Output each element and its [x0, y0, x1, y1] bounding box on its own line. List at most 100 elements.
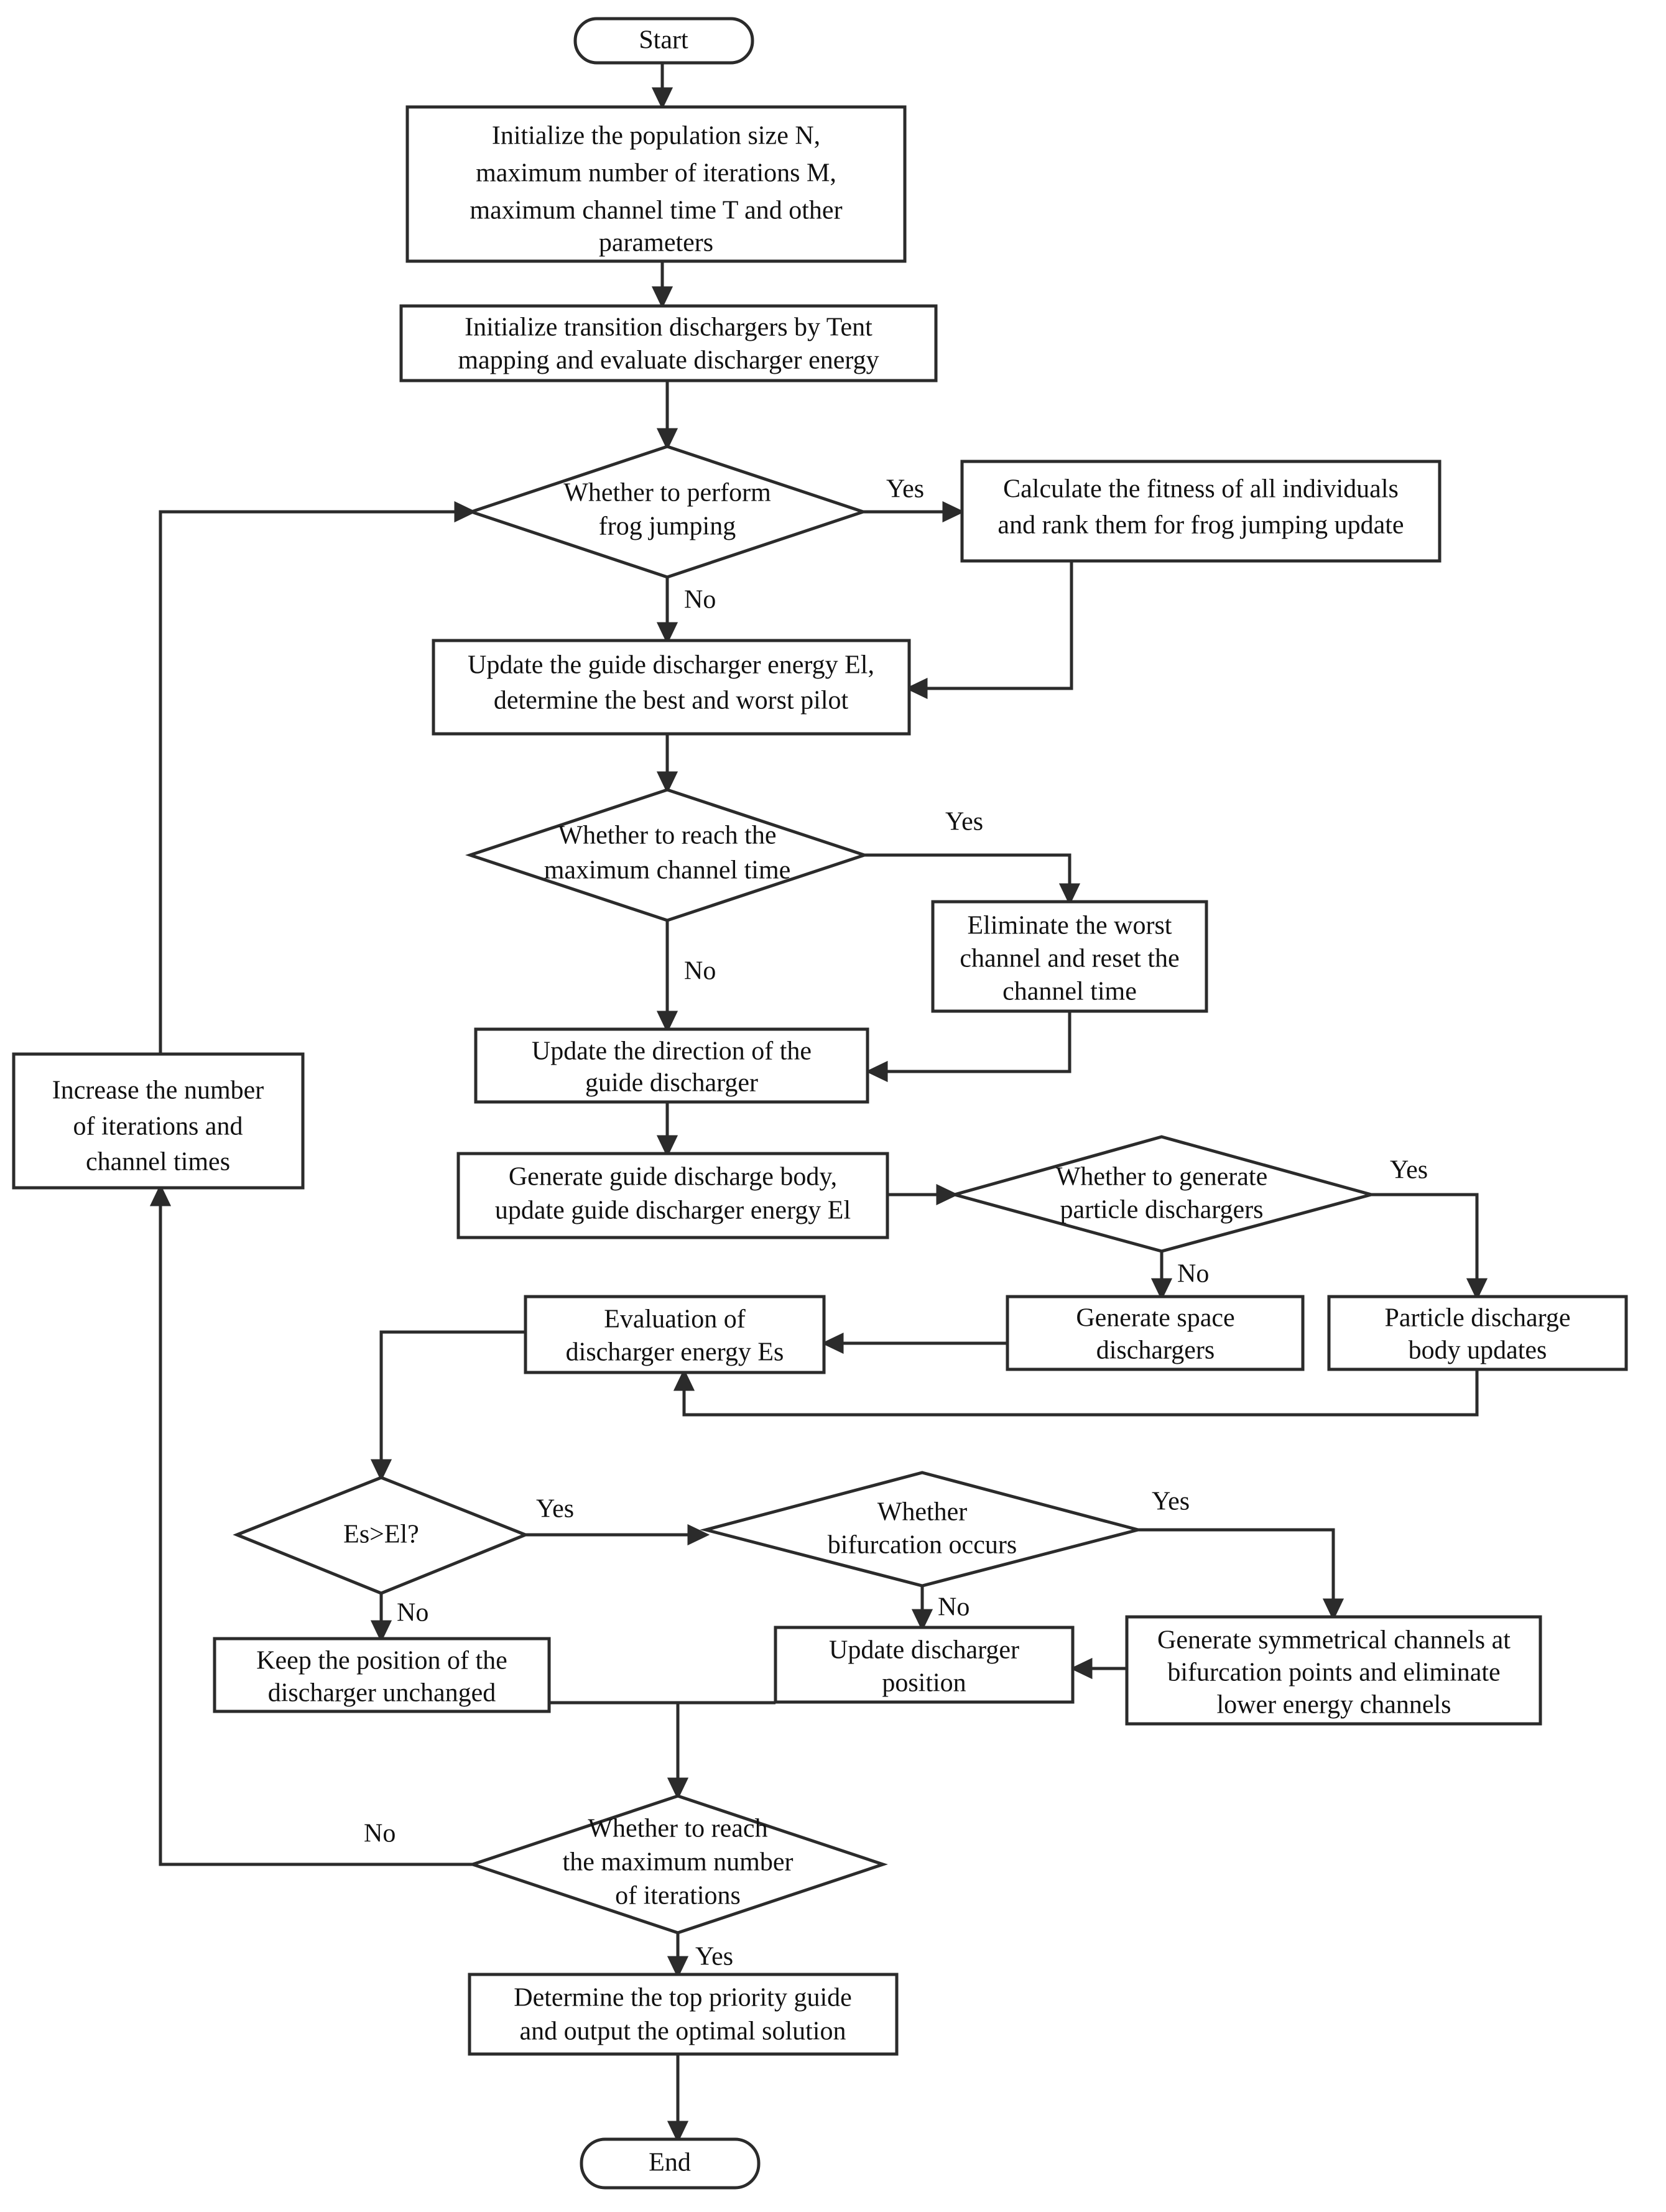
node-update-position[interactable]: Update discharger position: [774, 1626, 1075, 1704]
increase-iterations-line-1: Increase the number: [52, 1076, 264, 1105]
particle-updates-line-1: Particle discharge: [1385, 1304, 1571, 1333]
node-particle-updates[interactable]: Particle discharge body updates: [1327, 1295, 1628, 1371]
tent-mapping-shape: [399, 304, 938, 382]
eval-energy-shape: [524, 1295, 826, 1374]
generate-symmetrical-line-2: bifurcation points and eliminate: [1167, 1659, 1500, 1687]
init-params-line-1: Initialize the population size N,: [492, 122, 820, 150]
edge-channel-yes-to-eliminate: [864, 853, 1081, 906]
keep-position-shape: [213, 1637, 551, 1713]
node-tent-mapping[interactable]: Initialize transition dischargers by Ten…: [399, 304, 938, 382]
frog-jump-line-1: Whether to perform: [563, 479, 771, 507]
determine-top-line-1: Determine the top priority guide: [514, 1984, 852, 2012]
label-iterations-no: No: [364, 1820, 396, 1848]
init-params-line-2: maximum number of iterations M,: [476, 159, 836, 188]
generate-symmetrical-shape: [1125, 1615, 1542, 1726]
node-max-iterations-decision[interactable]: Whether to reach the maximum number of i…: [468, 1794, 888, 1935]
generate-symmetrical-line-3: lower energy channels: [1216, 1691, 1451, 1719]
eliminate-worst-line-1: Eliminate the worst: [968, 912, 1172, 940]
label-channel-no: No: [684, 957, 716, 986]
update-guide-line-2: determine the best and worst pilot: [494, 687, 849, 715]
calc-fitness-shape: [960, 460, 1442, 563]
node-max-channel-time-decision[interactable]: Whether to reach the maximum channel tim…: [465, 788, 869, 922]
generate-space-shape: [1006, 1295, 1305, 1371]
eval-energy-line-2: discharger energy Es: [566, 1338, 784, 1367]
eliminate-worst-line-3: channel time: [1002, 978, 1137, 1006]
label-frog-yes: Yes: [886, 475, 924, 504]
label-es-no: No: [397, 1599, 428, 1627]
label-particle-yes: Yes: [1390, 1156, 1428, 1185]
calc-fitness-line-1: Calculate the fitness of all individuals: [1003, 475, 1399, 504]
increase-iterations-line-2: of iterations and: [73, 1113, 243, 1141]
label-es-yes: Yes: [536, 1495, 574, 1524]
edge-calc-to-update-guide: [905, 560, 1073, 700]
particle-decision-line-2: particle dischargers: [1060, 1196, 1264, 1224]
node-keep-position[interactable]: Keep the position of the discharger unch…: [213, 1637, 551, 1713]
particle-updates-line-2: body updates: [1409, 1336, 1547, 1365]
node-update-guide-energy[interactable]: Update the guide discharger energy El, d…: [432, 639, 911, 736]
edge-iterations-no-to-increase: [149, 1183, 525, 1866]
node-generate-space[interactable]: Generate space dischargers: [1006, 1295, 1305, 1371]
node-init-params[interactable]: Initialize the population size N, maximu…: [405, 105, 907, 263]
generate-space-line-2: dischargers: [1096, 1336, 1215, 1365]
label-particle-no: No: [1177, 1260, 1209, 1289]
frog-jump-line-2: frog jumping: [599, 512, 736, 541]
start-shape: [573, 17, 754, 65]
update-guide-line-1: Update the guide discharger energy El,: [468, 651, 874, 680]
particle-decision-line-1: Whether to generate: [1056, 1163, 1267, 1192]
node-calc-fitness[interactable]: Calculate the fitness of all individuals…: [960, 460, 1442, 563]
label-bifurcation-no: No: [938, 1593, 970, 1622]
max-channel-line-2: maximum channel time: [544, 856, 791, 885]
max-iterations-line-3: of iterations: [615, 1882, 741, 1910]
update-guide-energy-shape: [432, 639, 911, 736]
node-generate-guide-body[interactable]: Generate guide discharge body, update gu…: [456, 1152, 889, 1239]
init-params-line-4: parameters: [599, 229, 713, 257]
eliminate-worst-shape: [931, 900, 1208, 1013]
increase-iterations-line-3: channel times: [86, 1148, 230, 1177]
keep-position-line-2: discharger unchanged: [268, 1679, 496, 1708]
update-position-line-1: Update discharger: [829, 1636, 1019, 1665]
edge-particle-updates-to-eval: [673, 1368, 1479, 1417]
init-params-shape: [405, 105, 907, 263]
eliminate-worst-line-2: channel and reset the: [960, 945, 1179, 973]
node-update-direction[interactable]: Update the direction of the guide discha…: [474, 1027, 869, 1104]
node-start[interactable]: Start: [573, 17, 754, 65]
keep-position-line-1: Keep the position of the: [256, 1647, 507, 1675]
max-iterations-line-2: the maximum number: [563, 1848, 794, 1877]
determine-top-shape: [468, 1973, 899, 2056]
node-frog-jump-decision[interactable]: Whether to perform frog jumping: [466, 445, 868, 579]
max-channel-time-shape: [465, 788, 869, 922]
generate-body-line-2: update guide discharger energy El: [495, 1196, 851, 1225]
eval-energy-line-1: Evaluation of: [604, 1305, 745, 1334]
node-generate-symmetrical[interactable]: Generate symmetrical channels at bifurca…: [1125, 1615, 1542, 1726]
node-es-gt-el-decision[interactable]: Es>El?: [233, 1476, 530, 1595]
max-iterations-line-1: Whether to reach: [588, 1815, 767, 1843]
generate-body-line-1: Generate guide discharge body,: [509, 1163, 837, 1192]
update-position-line-2: position: [882, 1669, 966, 1698]
es-gt-el-shape: [233, 1476, 530, 1595]
node-bifurcation-decision[interactable]: Whether bifurcation occurs: [700, 1471, 1144, 1588]
node-increase-iterations[interactable]: Increase the number of iterations and ch…: [12, 1052, 305, 1190]
node-particle-decision[interactable]: Whether to generate particle dischargers: [948, 1135, 1377, 1253]
generate-guide-body-shape: [456, 1152, 889, 1239]
update-position-shape: [774, 1626, 1075, 1704]
node-determine-top[interactable]: Determine the top priority guide and out…: [468, 1973, 899, 2056]
edge-eliminate-to-direction: [865, 1011, 1071, 1083]
tent-mapping-line-2: mapping and evaluate discharger energy: [458, 346, 879, 375]
edge-labels: Yes No Yes No Yes No Yes No Yes No No Ye…: [364, 475, 1428, 1971]
generate-symmetrical-line-1: Generate symmetrical channels at: [1157, 1626, 1511, 1655]
update-direction-shape: [474, 1027, 869, 1104]
label-iterations-yes: Yes: [695, 1943, 733, 1971]
update-direction-line-1: Update the direction of the: [532, 1037, 812, 1066]
start-label: Start: [639, 26, 688, 55]
bifurcation-line-2: bifurcation occurs: [828, 1531, 1017, 1560]
node-end[interactable]: End: [580, 2137, 761, 2190]
generate-space-line-1: Generate space: [1076, 1304, 1234, 1333]
particle-decision-shape: [948, 1135, 1377, 1253]
node-eliminate-worst[interactable]: Eliminate the worst channel and reset th…: [931, 900, 1208, 1013]
frog-jump-decision-shape: [466, 445, 868, 579]
node-eval-energy-es[interactable]: Evaluation of discharger energy Es: [524, 1295, 826, 1374]
edge-eval-to-es-decision: [370, 1330, 524, 1482]
edges: [149, 63, 1488, 2144]
